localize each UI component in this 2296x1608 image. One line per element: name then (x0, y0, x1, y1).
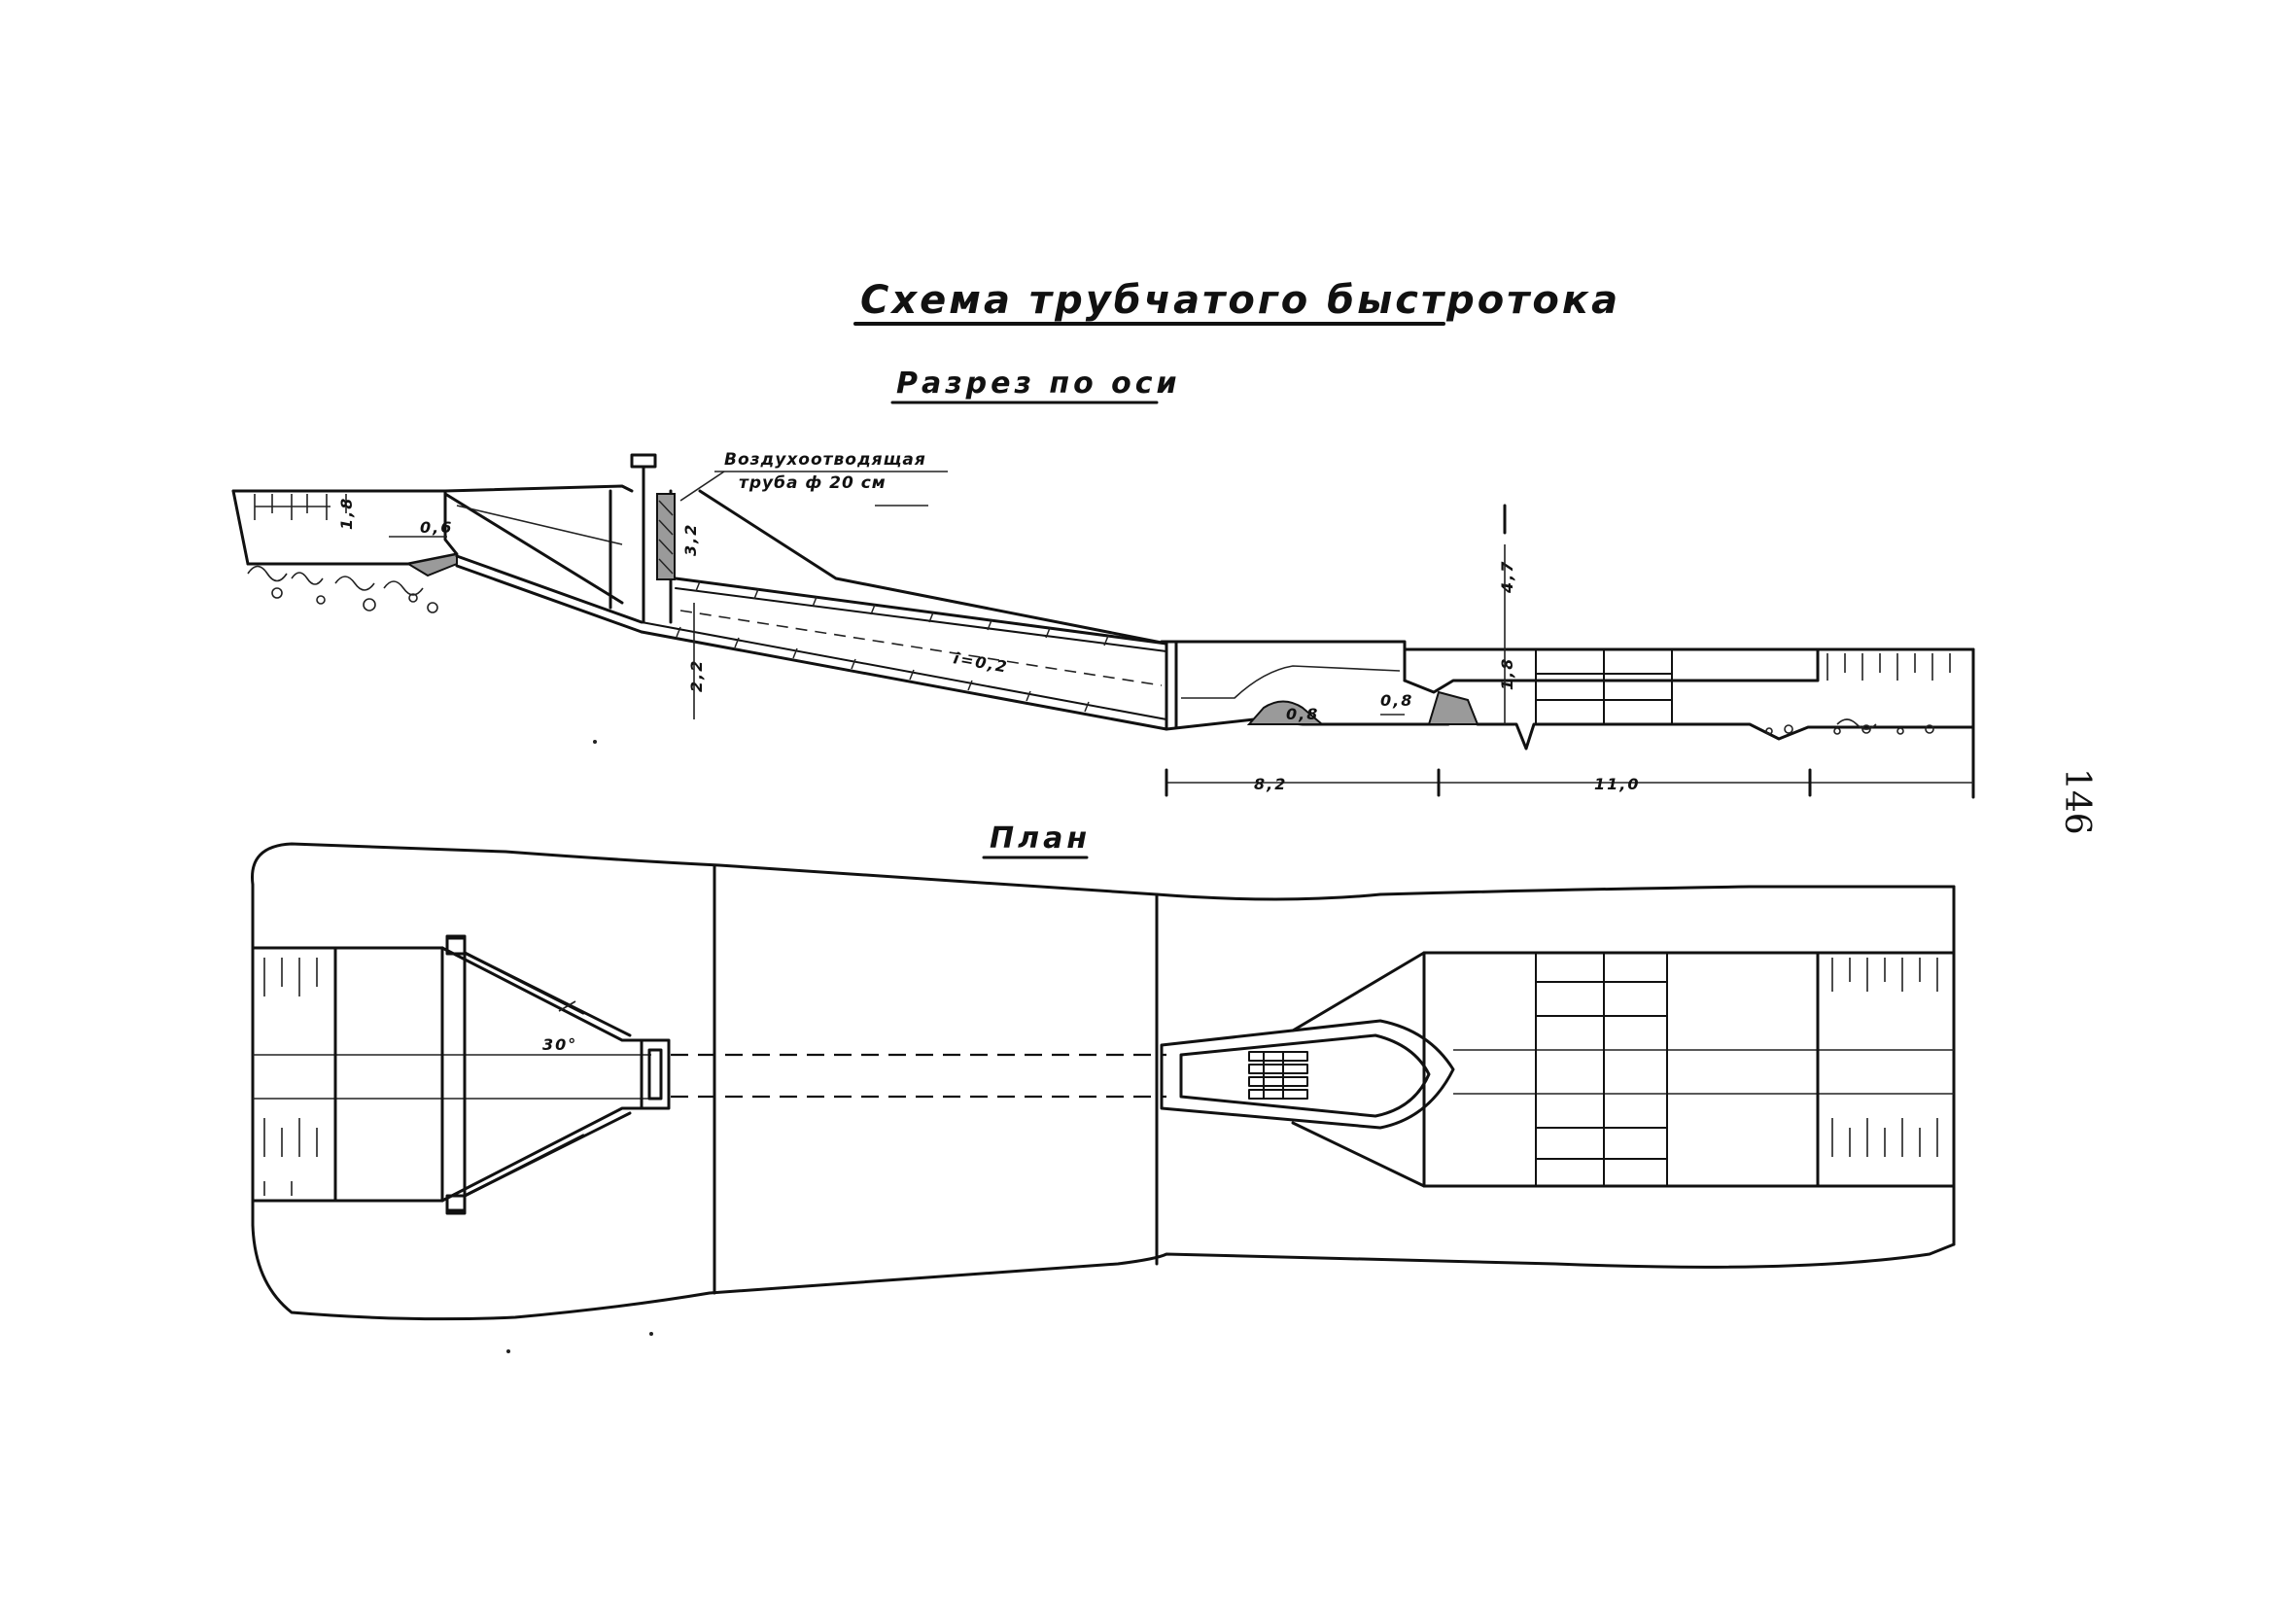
riprap-grid (1535, 648, 1673, 725)
downstream-channel-bottom (1476, 722, 1975, 751)
plan-boundary-top (251, 842, 1956, 901)
pipe-wall-hatch-bottom (676, 626, 1090, 713)
outlet-piers (1248, 1051, 1308, 1100)
dim-3-2: 3,2 (681, 523, 700, 556)
inlet-neck-inner (647, 1048, 663, 1101)
dim-4-7: 4,7 (1498, 560, 1516, 594)
outlet-flow-line (1181, 665, 1401, 699)
soil-texture-downstream (1765, 718, 1934, 735)
inlet-water-line (456, 505, 623, 545)
dim-8-2: 8,2 (1254, 775, 1287, 793)
ground-left-edge (231, 489, 250, 566)
soil-texture-upstream (247, 565, 438, 613)
inlet-wing-bottom-inner (463, 1134, 585, 1198)
inlet-funnel-bottom-plan (440, 1106, 644, 1203)
downstream-channel-top (1471, 647, 1820, 682)
outlet-sill-2 (1427, 690, 1479, 725)
outlet-step (1403, 679, 1475, 694)
approach-apron (405, 552, 458, 577)
vent-pipe-note-1: Воздухоотводящая (724, 450, 926, 470)
grass-marks-plan-upstream (263, 958, 318, 1196)
pipe-bottom-inner (641, 621, 1167, 720)
vent-pipe (656, 493, 676, 580)
vent-pipe-note-2: труба ф 20 см (739, 473, 887, 493)
plan-boundary-bottom (251, 1223, 1956, 1321)
angle-label: 30° (542, 1035, 577, 1054)
pipe-top-outer (674, 577, 1168, 646)
pipe-wall-hatch-top (695, 580, 1109, 647)
grass-marks-upstream (254, 494, 347, 520)
riprap-plan-grid (1535, 952, 1668, 1187)
pipe-axis (679, 610, 1163, 686)
stray-mark-2 (506, 1349, 510, 1353)
ground-line-upstream (231, 484, 634, 493)
inlet-wing-top-outer (445, 936, 632, 1037)
dim-2-2: 2,2 (687, 659, 706, 692)
dim-8-8: 0,8 (1286, 705, 1319, 723)
dim-0-6: 0,6 (420, 518, 453, 537)
plan-title: План (990, 821, 1091, 856)
dim-1-8-right: 1,8 (1498, 657, 1516, 690)
page-number: 146 (2057, 768, 2097, 835)
longitudinal-section: Воздухоотводящая труба ф 20 см i=0,2 1,8… (231, 450, 1975, 799)
vent-note-leader (679, 471, 725, 502)
inlet-funnel-bottom (455, 554, 644, 624)
outlet-basin-plan-outer (1160, 1019, 1455, 1130)
grass-marks-plan-downstream (1831, 958, 1938, 1157)
inlet-funnel-bottom-2 (455, 564, 644, 634)
pipe-bottom-outer (640, 630, 1168, 731)
outlet-basin-top (1160, 640, 1407, 682)
section-title: Разрез по оси (896, 367, 1181, 401)
inlet-funnel-top (443, 492, 624, 605)
gate-handwheel (630, 453, 657, 469)
inlet-wing-top-inner (463, 951, 585, 1015)
grass-marks-downstream (1826, 653, 1951, 681)
stray-mark-1 (593, 740, 597, 744)
plan-view: 30° (251, 842, 1956, 1321)
pipe-top-inner (675, 587, 1167, 652)
outlet-basin-plan-inner (1179, 1033, 1431, 1118)
outlet-sill-1 (1246, 700, 1325, 725)
stray-mark-3 (649, 1332, 653, 1336)
inlet-funnel-top-plan (440, 946, 644, 1042)
dim-0-8: 0,8 (1380, 691, 1413, 710)
angle-leader (558, 1000, 576, 1012)
outlet-flare-bottom (1291, 1121, 1538, 1188)
sheet-title: Схема трубчатого быстротока (860, 278, 1620, 323)
embankment-slope (698, 489, 1168, 646)
inlet-wing-bottom-outer (445, 1111, 632, 1212)
dim-slope: i=0,2 (952, 648, 1010, 677)
dim-1-8-left: 1,8 (337, 497, 356, 530)
dim-11-0: 11,0 (1594, 775, 1640, 793)
outlet-flare-top (1291, 951, 1538, 1032)
inlet-neck (640, 1038, 671, 1110)
